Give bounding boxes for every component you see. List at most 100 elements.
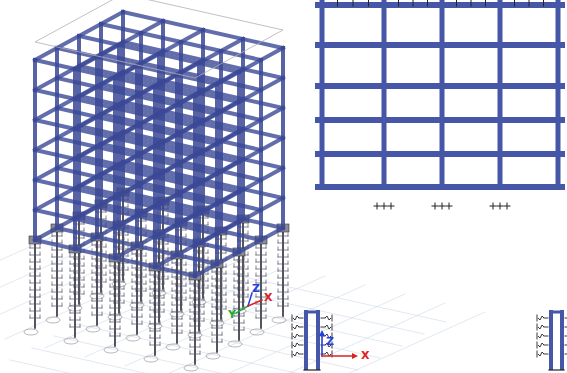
soil-spring (278, 240, 279, 243)
pile-base (104, 347, 118, 353)
soil-spring (128, 239, 129, 242)
soil-spring (278, 261, 279, 264)
soil-spring (190, 351, 191, 354)
soil-spring (244, 299, 245, 302)
soil-spring (212, 332, 213, 335)
soil-spring (150, 342, 151, 345)
soil-spring (544, 336, 548, 337)
soil-spring (278, 289, 279, 292)
soil-spring (110, 270, 111, 273)
ground-grid (245, 303, 445, 373)
soil-spring (200, 337, 201, 340)
soil-spring (234, 281, 244, 282)
soil-spring (110, 301, 120, 302)
soil-spring (222, 325, 223, 328)
soil-spring (278, 278, 288, 279)
soil-spring (132, 282, 142, 283)
soil-spring (248, 273, 249, 276)
soil-spring (172, 305, 182, 306)
soil-spring (248, 266, 249, 269)
soil-spring (244, 257, 245, 260)
soil-spring (278, 271, 288, 272)
soil-spring (172, 298, 182, 299)
beam (195, 168, 283, 216)
soil-spring (30, 273, 31, 276)
soil-spring (325, 325, 331, 329)
soil-spring (172, 323, 173, 326)
soil-spring (102, 263, 103, 266)
pile-base (250, 329, 264, 335)
soil-spring (70, 268, 71, 271)
soil-spring (124, 293, 125, 296)
soil-spring (52, 257, 62, 258)
soil-spring (30, 269, 40, 270)
pile (158, 234, 160, 322)
ground-grid (32, 348, 292, 373)
soil-spring (132, 324, 142, 325)
soil-spring (172, 312, 182, 313)
soil-spring (92, 256, 93, 259)
soil-spring (182, 309, 183, 312)
soil-spring (160, 335, 161, 338)
soil-spring (244, 320, 245, 323)
soil-spring (102, 291, 103, 294)
soil-spring (110, 322, 120, 323)
soil-spring (172, 319, 182, 320)
soil-spring (84, 270, 85, 273)
ground-grid (186, 264, 446, 322)
soil-spring (132, 314, 133, 317)
soil-spring (190, 316, 191, 319)
pile (180, 222, 182, 310)
soil-spring (62, 296, 63, 299)
soil-spring (124, 286, 125, 289)
soil-spring (565, 318, 567, 319)
soil-spring (92, 287, 102, 288)
soil-spring (40, 294, 41, 297)
axis-label: Y (228, 309, 236, 320)
soil-spring (110, 298, 111, 301)
soil-spring (538, 352, 544, 356)
beam (195, 228, 283, 276)
soil-spring (212, 276, 213, 279)
soil-spring (204, 318, 205, 321)
soil-spring (186, 234, 187, 237)
soil-spring (92, 245, 102, 246)
soil-spring (150, 282, 160, 283)
soil-spring (278, 292, 288, 293)
pile (78, 216, 80, 304)
column (556, 2, 561, 187)
support-mark (500, 203, 501, 209)
soil-spring (222, 283, 223, 286)
soil-spring (106, 272, 107, 275)
soil-spring (160, 279, 161, 282)
column (382, 2, 387, 187)
soil-spring (234, 327, 235, 330)
soil-spring (132, 279, 133, 282)
soil-spring (190, 305, 200, 306)
soil-spring (80, 254, 81, 257)
pile (122, 192, 124, 280)
soil-spring (208, 278, 209, 281)
soil-spring (132, 307, 133, 310)
axis-arrowhead (352, 353, 358, 359)
pile-base (86, 326, 100, 332)
soil-spring (160, 300, 161, 303)
soil-spring (537, 351, 538, 357)
soil-spring (102, 284, 103, 287)
soil-spring (565, 345, 567, 346)
soil-spring (80, 282, 81, 285)
soil-spring (186, 290, 187, 293)
soil-spring (128, 253, 129, 256)
soil-spring (212, 311, 213, 314)
beam (318, 83, 562, 89)
beam (155, 39, 243, 87)
soil-spring (288, 282, 289, 285)
soil-spring (146, 260, 147, 263)
soil-spring (293, 316, 299, 320)
soil-spring (565, 327, 567, 328)
soil-spring (30, 280, 31, 283)
soil-spring (538, 325, 544, 329)
soil-spring (70, 264, 80, 265)
beam (318, 2, 562, 8)
soil-spring (299, 327, 303, 328)
